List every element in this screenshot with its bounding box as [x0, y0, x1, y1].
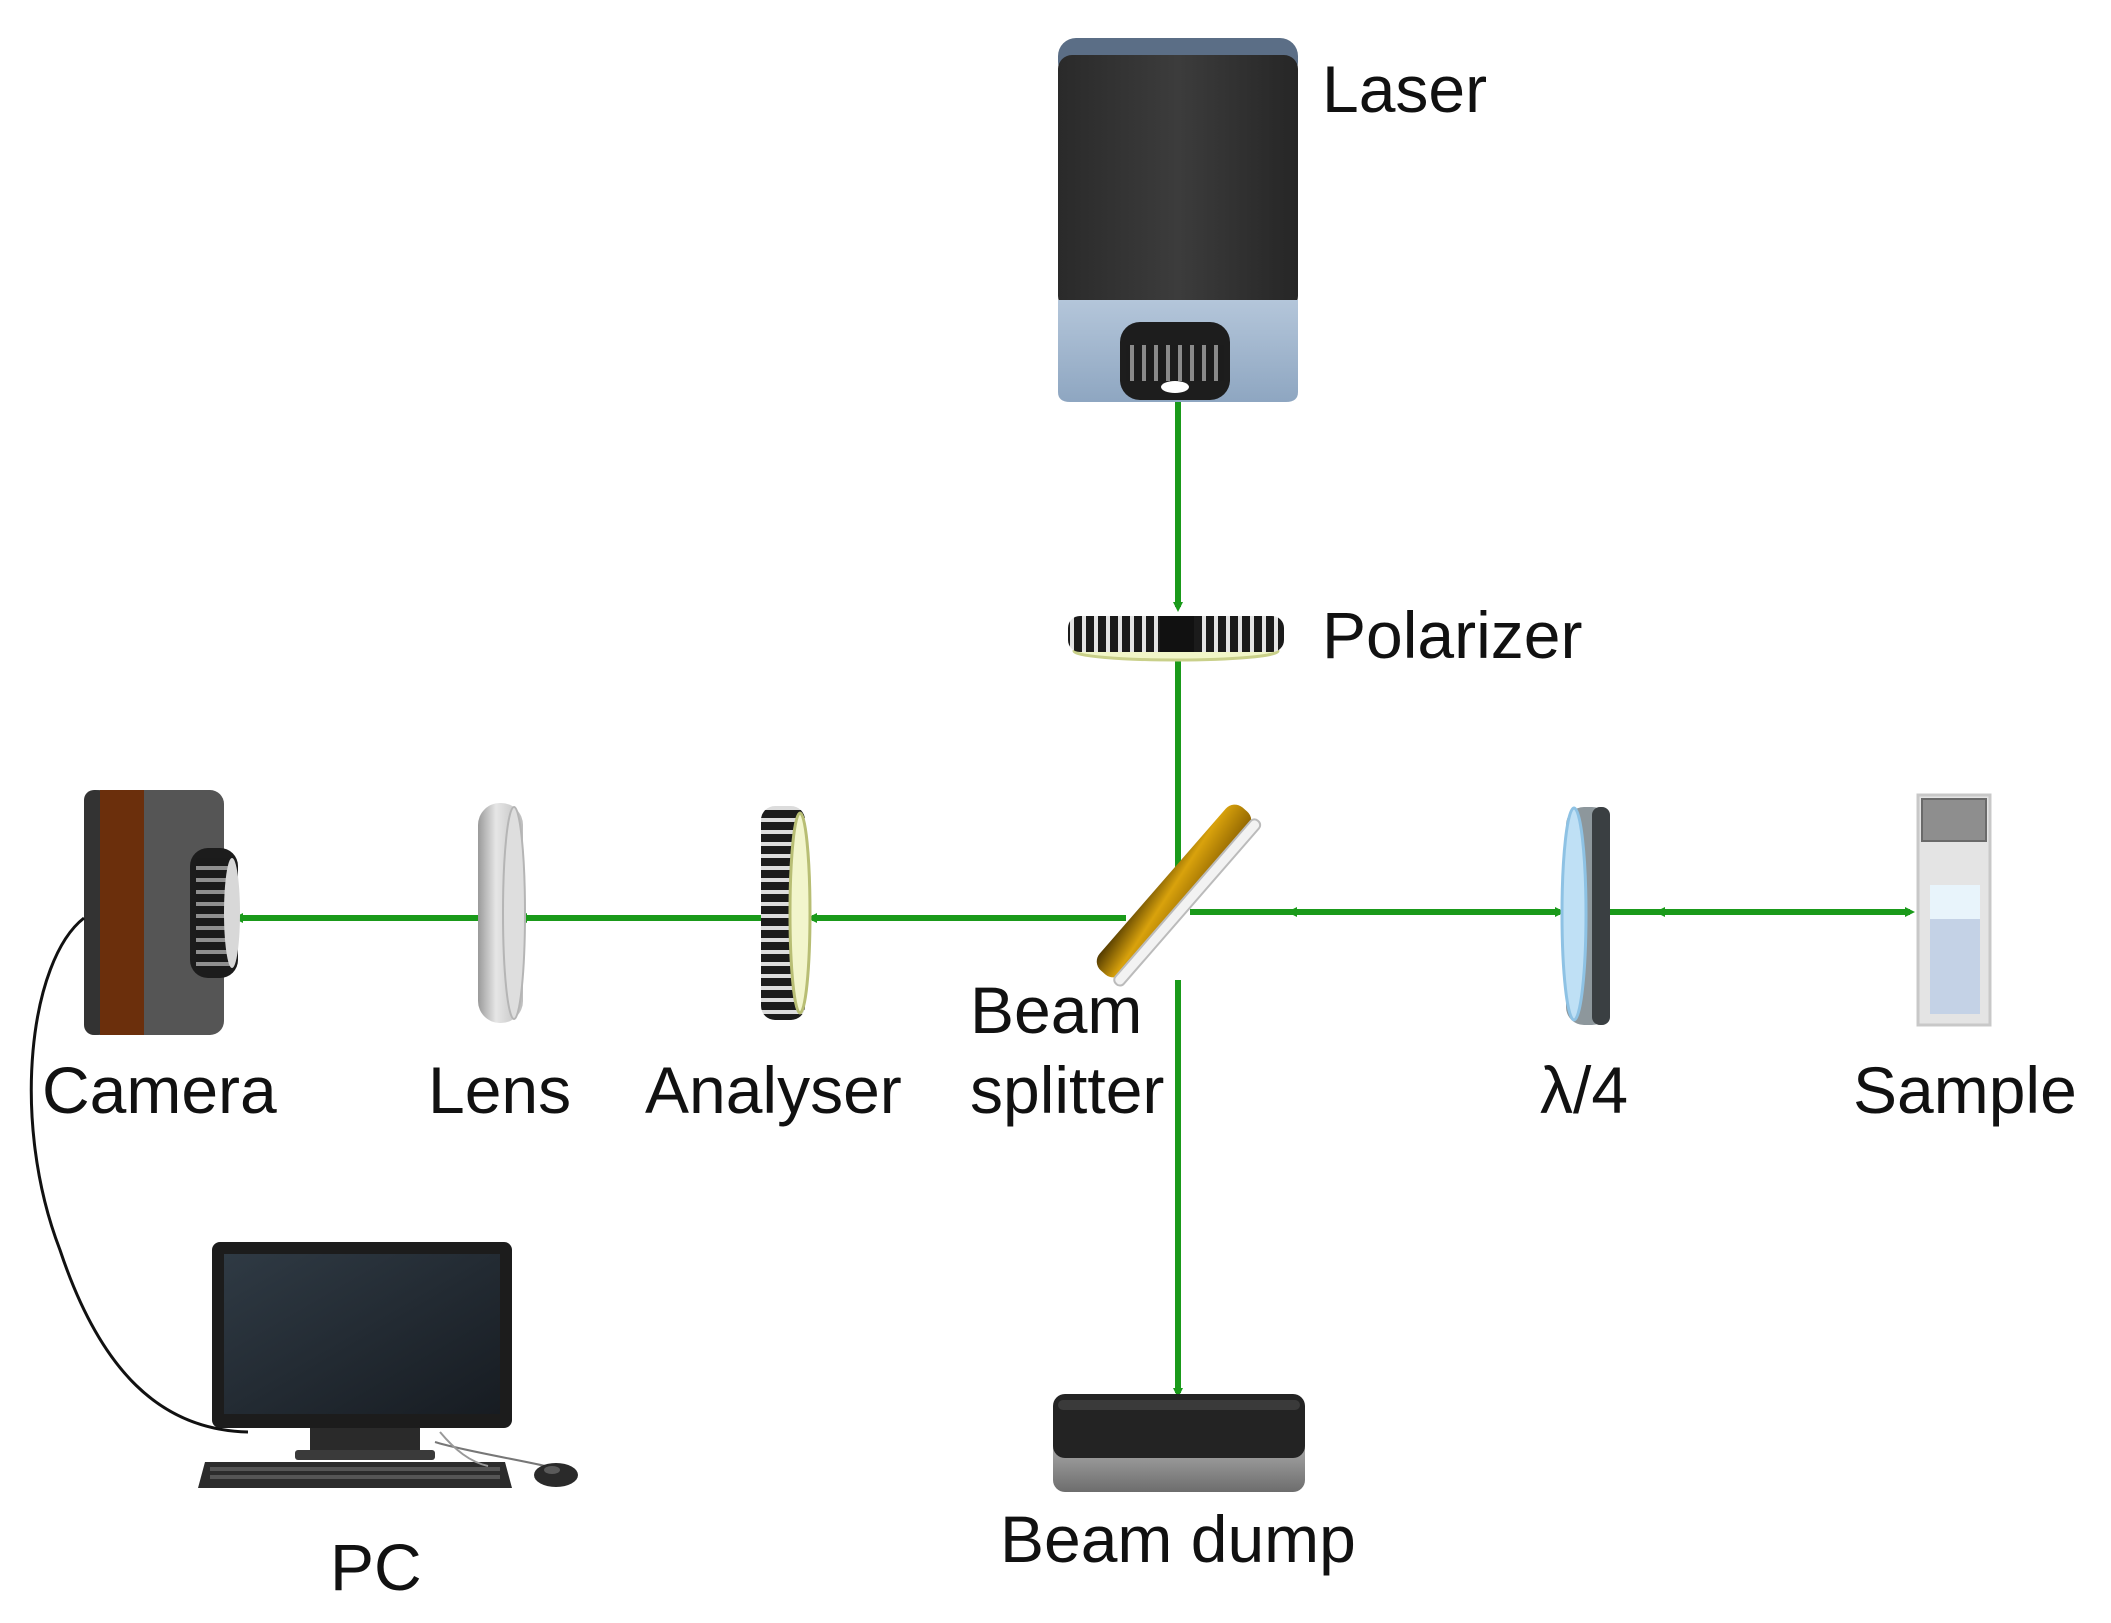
- pc-label: PC: [330, 1530, 422, 1604]
- laser-source-icon: [1058, 38, 1298, 402]
- camera-cable: [29, 916, 249, 1434]
- laser-label: Laser: [1322, 52, 1487, 126]
- beam-paths: [233, 392, 1915, 1398]
- sample-label: Sample: [1853, 1053, 2077, 1127]
- beam-splitter-label-line2: splitter: [970, 1053, 1164, 1127]
- camera-icon: [84, 790, 240, 1035]
- beam-dump-icon: [1053, 1394, 1305, 1492]
- polarizer-label: Polarizer: [1322, 598, 1582, 672]
- beam-dump-label: Beam dump: [1000, 1502, 1356, 1576]
- lens-label: Lens: [428, 1053, 571, 1127]
- beam-splitter-label-line1: Beam: [970, 973, 1142, 1047]
- quarter-wave-plate-icon: [1560, 806, 1610, 1025]
- lens-icon: [478, 803, 526, 1023]
- camera-label: Camera: [42, 1053, 277, 1127]
- analyser-label: Analyser: [645, 1053, 902, 1127]
- polarizer-filter-icon: [1068, 616, 1284, 662]
- sample-cuvette-icon: [1916, 793, 1992, 1027]
- computer-icon: [29, 916, 578, 1488]
- quarter-wave-plate-label: λ/4: [1540, 1053, 1628, 1127]
- beam-splitter-icon: [1096, 804, 1262, 987]
- analyser-filter-icon: [761, 806, 812, 1020]
